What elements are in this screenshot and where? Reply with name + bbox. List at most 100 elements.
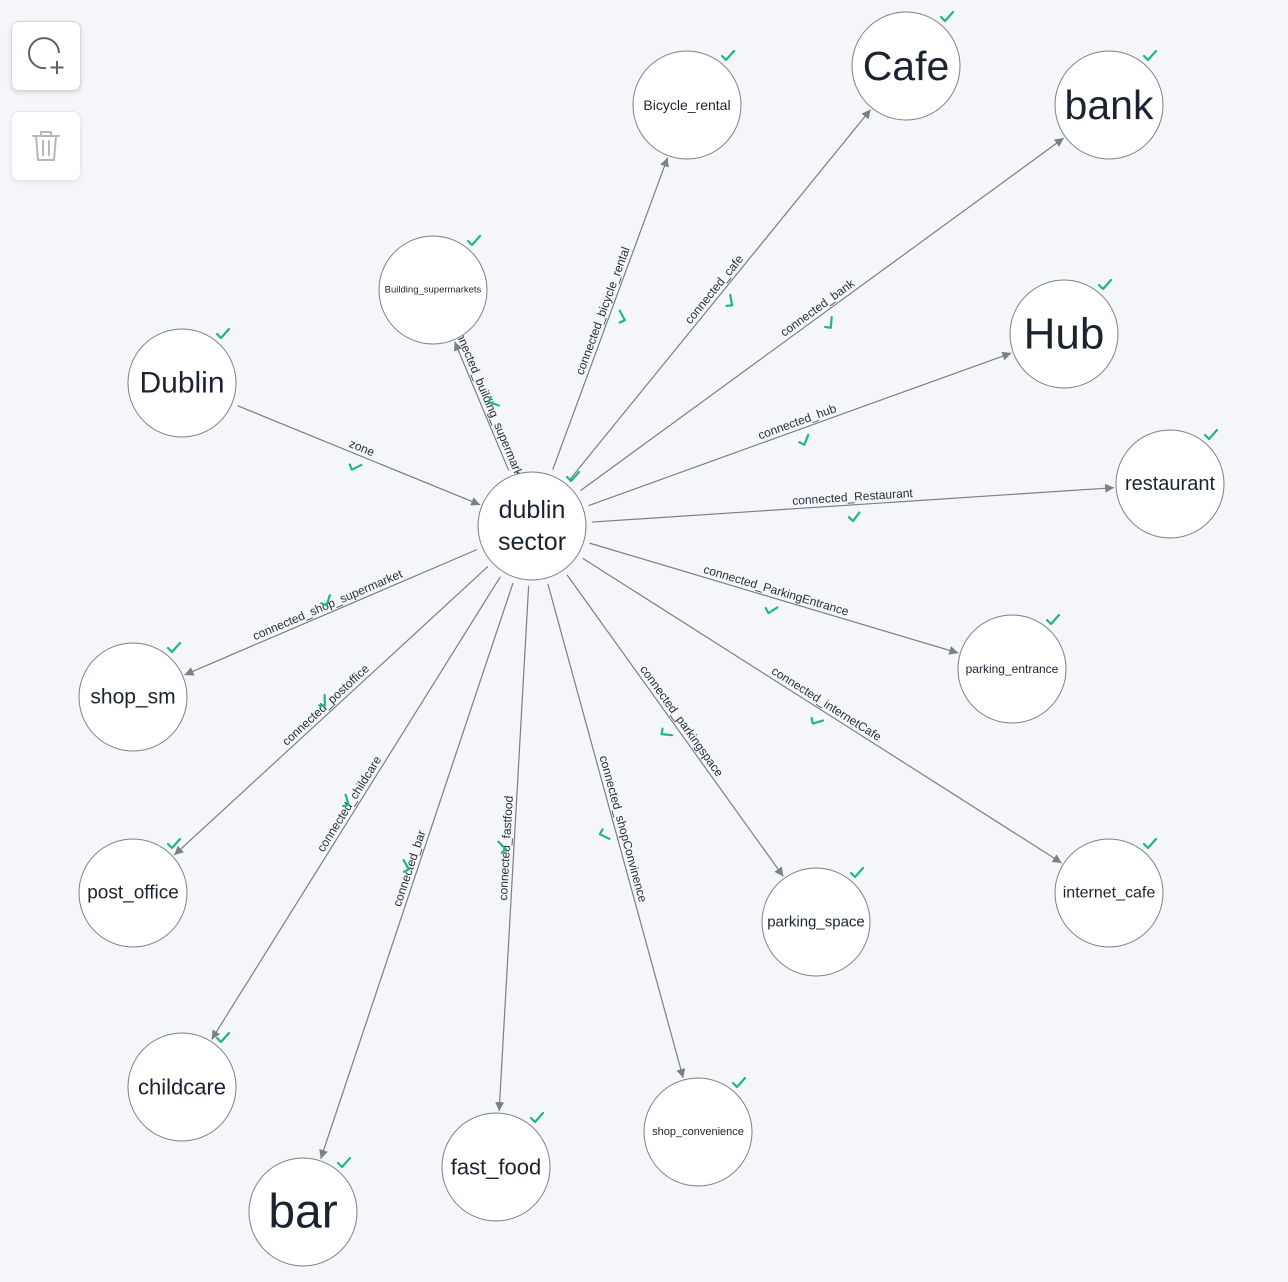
node-circle[interactable] (1115, 429, 1225, 539)
node-post-office[interactable]: post_office (78, 837, 188, 948)
edge-label: connected_ParkingEntrance (702, 562, 851, 619)
node-label: Bicycle_rental (643, 97, 730, 113)
node-childcare[interactable]: childcare (127, 1031, 237, 1142)
node-label: post_office (87, 883, 179, 904)
node-check-icon (1203, 428, 1219, 441)
node-circle[interactable] (1054, 50, 1164, 160)
edge-line[interactable] (237, 405, 481, 506)
edge-check-icon (810, 716, 825, 725)
edge-dublin_sector-bar[interactable]: connected_bar (319, 582, 514, 1160)
edge-line[interactable] (211, 576, 501, 1040)
node-fast-food[interactable]: fast_food (441, 1111, 551, 1222)
node-restaurant[interactable]: restaurant (1115, 428, 1225, 539)
node-check-icon (1142, 837, 1158, 850)
edge-line[interactable] (495, 585, 530, 1112)
node-check-icon (336, 1156, 352, 1169)
edge-line[interactable] (580, 137, 1065, 492)
node-check-icon (215, 327, 231, 340)
edge-line[interactable] (173, 566, 489, 856)
edge-line[interactable] (569, 109, 872, 480)
edge-dublin_sector-fast_food[interactable]: connected_fastfood (495, 585, 530, 1112)
node-building-supermarkets[interactable]: Building_supermarkets (378, 234, 488, 345)
node-circle[interactable] (477, 471, 587, 581)
node-label: Building_supermarkets (385, 285, 482, 296)
node-parking-entrance[interactable]: parking_entrance (957, 613, 1067, 724)
edge-dublin_sector-bicycle_rental[interactable]: connected_bicycle_rental (552, 157, 669, 470)
edge-dublin_sector-bank[interactable]: connected_bank (580, 137, 1065, 492)
edge-line[interactable] (566, 574, 784, 877)
node-shop-convenience[interactable]: shop_convenience (643, 1076, 753, 1187)
node-circle[interactable] (851, 11, 961, 121)
node-circle[interactable] (78, 838, 188, 948)
edge-line[interactable] (184, 549, 478, 676)
edge-dublin_sector-shop_convenience[interactable]: connected_shopConvinence (547, 583, 686, 1079)
node-check-icon (720, 49, 736, 62)
edge-line[interactable] (588, 351, 1012, 507)
node-circle[interactable] (1054, 838, 1164, 948)
edge-dublin_sector-childcare[interactable]: connected_childcare (211, 576, 501, 1040)
node-cafe[interactable]: Cafe (851, 10, 961, 121)
node-circle[interactable] (957, 614, 1067, 724)
edge-dublin_sector-restaurant[interactable]: connected_Restaurant (591, 483, 1115, 523)
node-internet-cafe[interactable]: internet_cafe (1054, 837, 1164, 948)
node-circle[interactable] (1009, 279, 1119, 389)
node-bar[interactable]: bar (248, 1156, 358, 1267)
edge-dublin-dublin_sector[interactable]: zone (237, 405, 481, 506)
node-hub[interactable]: Hub (1009, 278, 1119, 389)
edge-check-icon (618, 309, 626, 324)
edge-line[interactable] (547, 583, 686, 1079)
edge-label: connected_bank (778, 276, 858, 340)
node-check-icon (1142, 49, 1158, 62)
node-check-icon (466, 234, 482, 247)
delete-button[interactable] (11, 111, 81, 181)
add-node-button[interactable] (11, 21, 81, 91)
edge-check-icon (598, 828, 611, 840)
edge-line[interactable] (319, 582, 514, 1160)
node-label: parking_space (767, 914, 865, 931)
edge-line[interactable] (591, 483, 1115, 523)
edge-check-icon (798, 433, 810, 446)
node-circle[interactable] (127, 328, 237, 438)
edge-line[interactable] (453, 341, 510, 471)
node-dublin[interactable]: Dublin (127, 327, 237, 438)
edge-line[interactable] (552, 157, 669, 470)
node-shop-sm[interactable]: shop_sm (78, 641, 188, 752)
node-circle[interactable] (127, 1032, 237, 1142)
edge-dublin_sector-building_supermarkets[interactable]: connected_building_supermarket (448, 319, 530, 488)
edge-dublin_sector-hub[interactable]: connected_hub (588, 351, 1012, 507)
node-check-icon (166, 837, 182, 850)
edge-label: connected_shopConvinence (596, 754, 650, 904)
node-check-icon (166, 641, 182, 654)
edge-dublin_sector-parking_space[interactable]: connected_parkingspace (566, 574, 784, 877)
edge-line[interactable] (589, 542, 959, 655)
node-label: bar (268, 1186, 337, 1239)
node-check-icon (565, 470, 581, 483)
node-label: bank (1065, 82, 1154, 128)
edge-check-icon (320, 594, 331, 607)
node-label: Cafe (863, 43, 950, 89)
edge-dublin_sector-shop_sm[interactable]: connected_shop_supermarket (184, 549, 478, 676)
node-circle[interactable] (378, 235, 488, 345)
edge-line[interactable] (582, 557, 1063, 864)
node-circle[interactable] (248, 1157, 358, 1267)
node-circle[interactable] (78, 642, 188, 752)
node-label: restaurant (1125, 473, 1215, 495)
node-bicycle-rental[interactable]: Bicycle_rental (632, 49, 742, 160)
node-label: shop_sm (90, 686, 175, 709)
add-node-icon (28, 37, 64, 74)
node-circle[interactable] (632, 50, 742, 160)
node-check-icon (215, 1031, 231, 1044)
node-circle[interactable] (761, 867, 871, 977)
node-check-icon (1045, 613, 1061, 626)
edge-check-icon (402, 859, 411, 873)
node-bank[interactable]: bank (1054, 49, 1164, 160)
edge-check-icon (847, 511, 861, 523)
node-circle[interactable] (441, 1112, 551, 1222)
node-label: shop_convenience (652, 1126, 744, 1138)
edge-label: connected_cafe (682, 252, 747, 327)
node-circle[interactable] (643, 1077, 753, 1187)
node-parking-space[interactable]: parking_space (761, 866, 871, 977)
edge-label: connected_parkingspace (637, 663, 726, 780)
